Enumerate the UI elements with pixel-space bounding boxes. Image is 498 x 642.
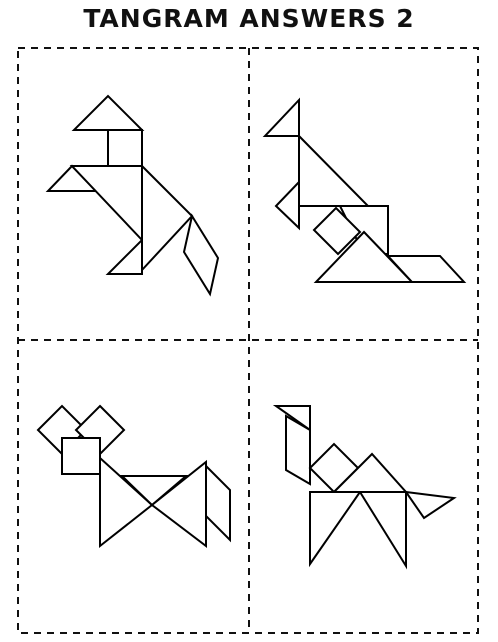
tail-parallelogram [182, 213, 220, 297]
body-large-triangle [298, 133, 371, 207]
tangram-fox-figure [36, 404, 231, 549]
back-large-triangle [150, 459, 207, 549]
leg-square [312, 206, 362, 256]
leg-large-triangle [358, 491, 407, 570]
head-square [61, 437, 101, 475]
tangram-camel-figure [272, 405, 457, 570]
neck-parallelogram [285, 414, 311, 486]
leg-triangle [105, 237, 143, 275]
back-square [338, 205, 389, 255]
tail-triangle [403, 490, 457, 520]
cut-grid [17, 47, 479, 634]
body-large-triangle-2 [141, 163, 194, 273]
body-large-triangle [309, 491, 362, 568]
body-large-triangle [69, 165, 143, 243]
hat-triangle [71, 94, 145, 131]
tangram-bird-figure [45, 94, 220, 297]
tangram-kangaroo-figure [262, 97, 467, 283]
body-large-triangle [99, 455, 154, 549]
neck-square [107, 129, 143, 167]
foot-parallelogram [385, 255, 467, 283]
page-title: TANGRAM ANSWERS 2 [83, 4, 415, 33]
head-triangle [262, 97, 300, 137]
tail-parallelogram [205, 463, 231, 543]
arm-triangle [274, 179, 300, 231]
